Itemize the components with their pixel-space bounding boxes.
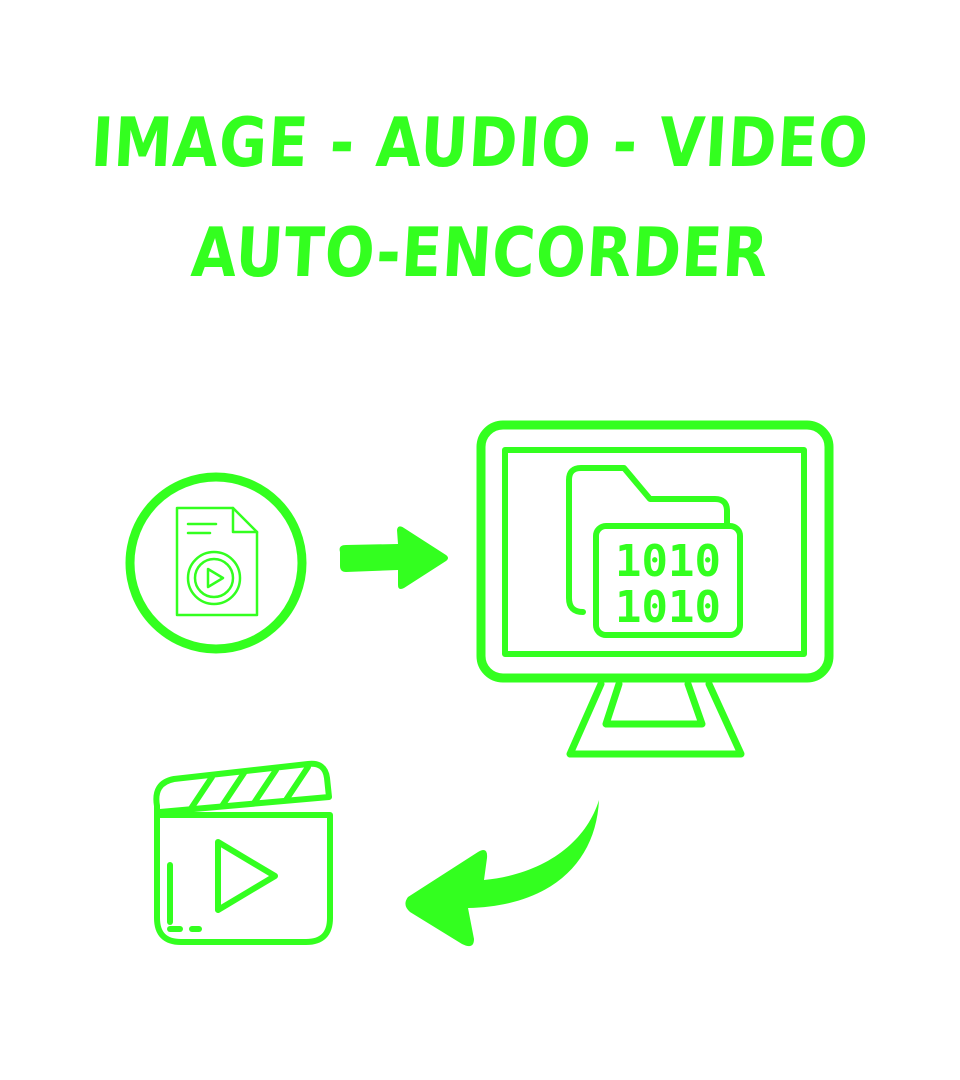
right-arrow-icon <box>339 526 448 589</box>
video-clapperboard-icon <box>153 760 333 945</box>
media-file-icon <box>125 472 307 654</box>
binary-folder-icon <box>566 465 743 638</box>
binary-row-2: 1010 <box>615 582 721 633</box>
curved-arrow-icon <box>405 800 599 947</box>
computer-monitor-icon <box>476 420 834 758</box>
binary-row-1: 1010 <box>615 536 721 587</box>
